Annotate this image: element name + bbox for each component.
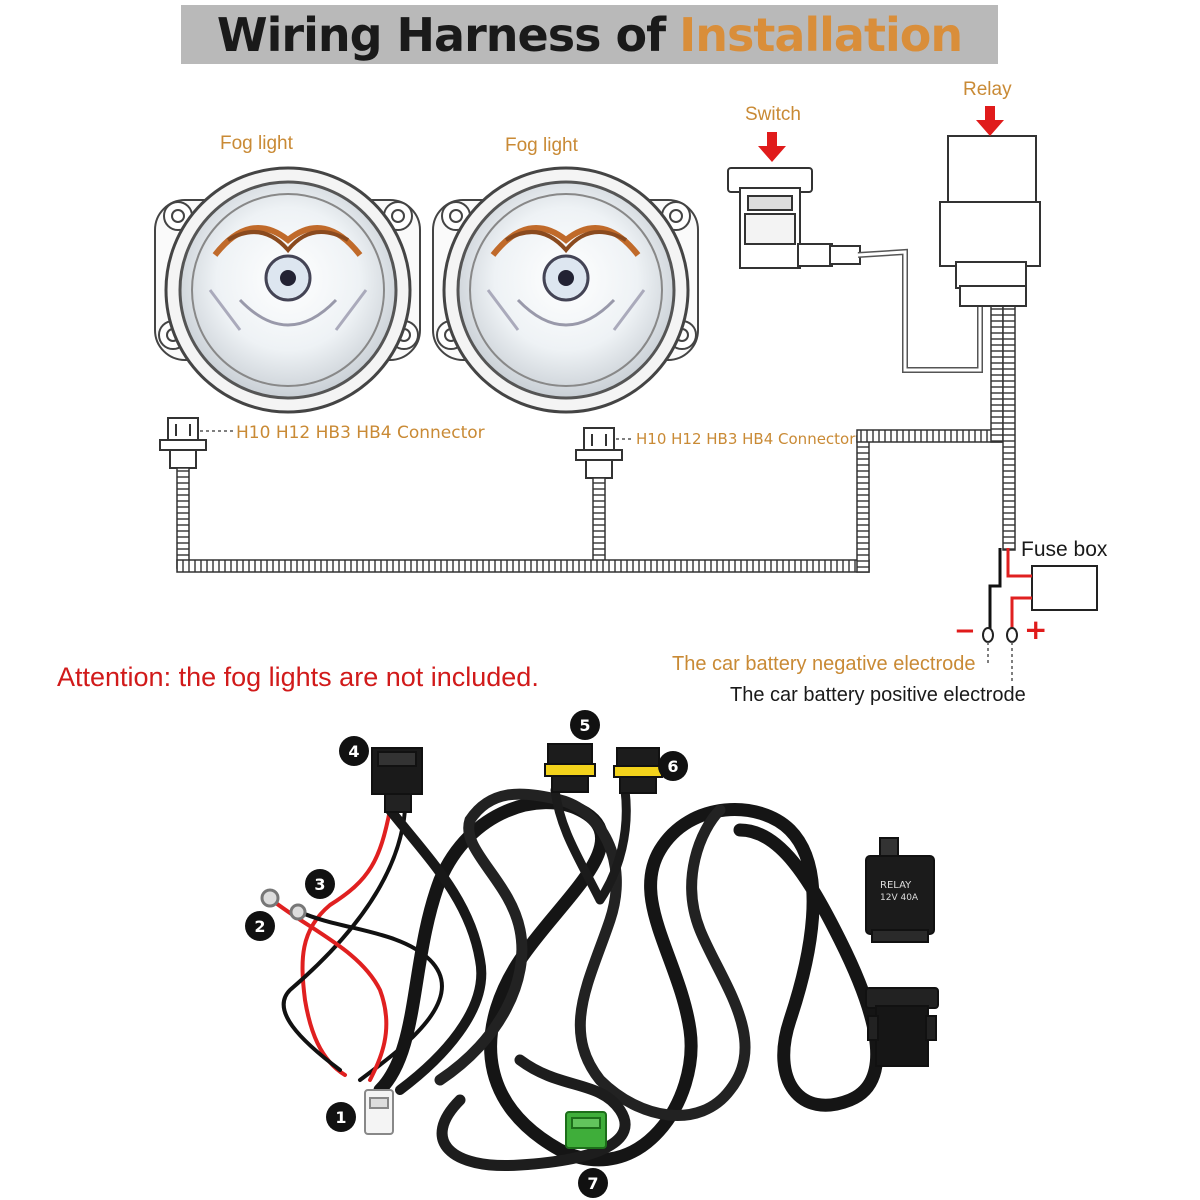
fuse-box-label: Fuse box bbox=[1021, 538, 1108, 561]
switch-label: Switch bbox=[745, 104, 801, 125]
battery-positive-label: The car battery positive electrode bbox=[730, 684, 1026, 706]
attention-notice: Attention: the fog lights are not includ… bbox=[57, 662, 539, 692]
fuse-box-graphic bbox=[982, 548, 1098, 684]
callout-1: 1 bbox=[326, 1102, 356, 1132]
connector-right-label: H10 H12 HB3 HB4 Connector bbox=[636, 430, 856, 448]
callout-7: 7 bbox=[578, 1168, 608, 1198]
photo-connector-5 bbox=[544, 743, 596, 793]
arrow-relay-icon bbox=[976, 106, 1004, 136]
harness-loom-diagram bbox=[176, 299, 1016, 573]
ring-terminals bbox=[260, 888, 307, 921]
battery-negative-label: The car battery negative electrode bbox=[672, 653, 976, 675]
title-banner: Wiring Harness of Installation bbox=[181, 5, 998, 64]
connector-right-graphic bbox=[575, 427, 623, 479]
title-main: Wiring Harness of bbox=[216, 7, 666, 62]
fog-light-left-graphic bbox=[154, 166, 421, 414]
relay-label: Relay bbox=[963, 79, 1012, 100]
fog-light-right-label: Fog light bbox=[505, 135, 578, 156]
photo-connector-1 bbox=[364, 1089, 394, 1135]
relay-graphic bbox=[939, 135, 1041, 307]
photo-connector-7 bbox=[565, 1111, 607, 1149]
arrow-switch-icon bbox=[758, 132, 786, 162]
title-accent: Installation bbox=[679, 7, 963, 62]
callout-6: 6 bbox=[658, 751, 688, 781]
switch-photo-graphic bbox=[865, 987, 939, 1067]
relay-photo-graphic bbox=[865, 837, 935, 943]
callout-4: 4 bbox=[339, 736, 369, 766]
callout-5: 5 bbox=[570, 710, 600, 740]
relay-rating-text: 12V 40A bbox=[880, 893, 919, 903]
switch-graphic bbox=[727, 167, 983, 373]
fog-light-right-graphic bbox=[432, 166, 699, 414]
photo-connector-4 bbox=[371, 747, 423, 813]
negative-sign: − bbox=[954, 616, 976, 646]
relay-brand-text: RELAY bbox=[880, 880, 912, 891]
connector-left-graphic bbox=[159, 417, 207, 469]
callout-3: 3 bbox=[305, 869, 335, 899]
harness-photo-graphic bbox=[270, 785, 884, 1172]
photo-connector-6 bbox=[613, 747, 663, 794]
fog-light-left-label: Fog light bbox=[220, 133, 293, 154]
connector-left-label: H10 H12 HB3 HB4 Connector bbox=[236, 423, 485, 443]
positive-sign: + bbox=[1024, 613, 1048, 646]
callout-2: 2 bbox=[245, 911, 275, 941]
